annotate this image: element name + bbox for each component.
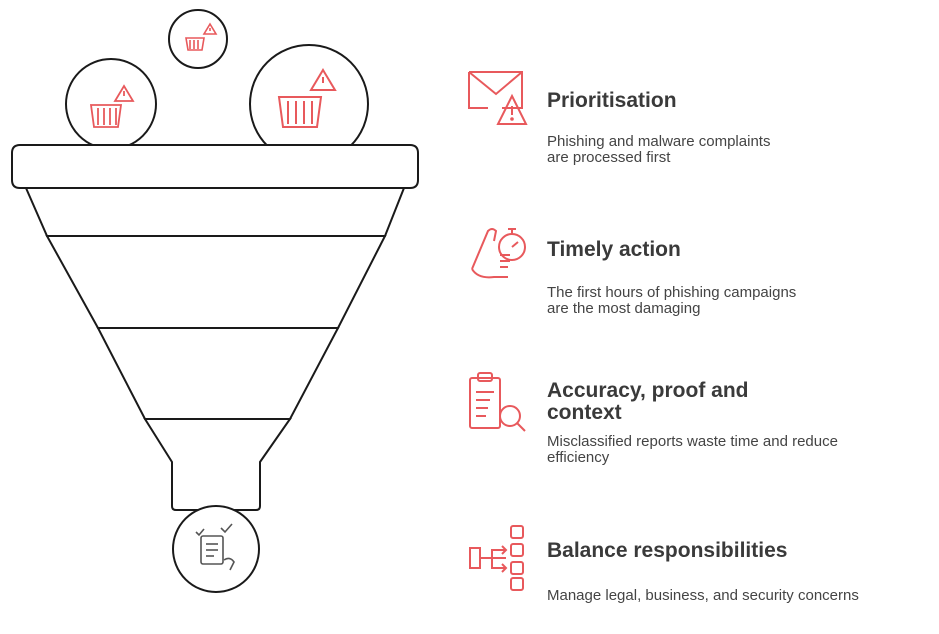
shopping-cart-warning-icon: [277, 68, 337, 128]
item-prioritisation: Prioritisation Phishing and malware comp…: [466, 68, 936, 178]
item-description: Manage legal, business, and security con…: [547, 588, 937, 604]
envelope-warning-icon: [468, 71, 528, 125]
item-description: Phishing and malware complaints are proc…: [547, 134, 937, 166]
input-circle-left: [65, 58, 157, 150]
item-title: Prioritisation: [547, 89, 677, 112]
item-description-line: Manage legal, business, and security con…: [547, 587, 859, 604]
item-description-line: Misclassified reports waste time and red…: [547, 433, 838, 450]
item-title-line: context: [547, 401, 622, 424]
item-description-line: are processed first: [547, 149, 671, 166]
item-description: The first hours of phishing campaigns ar…: [547, 285, 937, 317]
item-title: Timely action: [547, 238, 681, 261]
item-description-line: are the most damaging: [547, 300, 701, 317]
input-circle-large: [249, 44, 369, 164]
clipboard-search-icon: [469, 372, 526, 432]
item-timely-action: Timely action The first hours of phishin…: [466, 223, 936, 333]
flow-distribution-icon: [469, 525, 524, 591]
item-description-line: Phishing and malware complaints: [547, 133, 771, 150]
item-description-line: efficiency: [547, 449, 610, 466]
shopping-cart-warning-icon: [89, 84, 135, 128]
funnel-body: [11, 144, 419, 511]
item-accuracy: Accuracy, proof and context Misclassifie…: [466, 370, 936, 480]
item-description: Misclassified reports waste time and red…: [547, 434, 937, 466]
stopwatch-hand-icon: [471, 228, 526, 279]
shopping-cart-warning-icon: [185, 22, 218, 51]
checklist-hand-icon: [195, 523, 235, 571]
item-description-line: The first hours of phishing campaigns: [547, 284, 797, 301]
item-title-line: Accuracy, proof and: [547, 379, 749, 402]
item-balance-responsibilities: Balance responsibilities Manage legal, b…: [466, 524, 936, 634]
input-circle-small: [168, 9, 228, 69]
item-title: Balance responsibilities: [547, 539, 788, 562]
item-title: Accuracy, proof and context: [547, 380, 749, 424]
funnel-diagram: [11, 9, 419, 593]
output-circle: [172, 505, 260, 593]
